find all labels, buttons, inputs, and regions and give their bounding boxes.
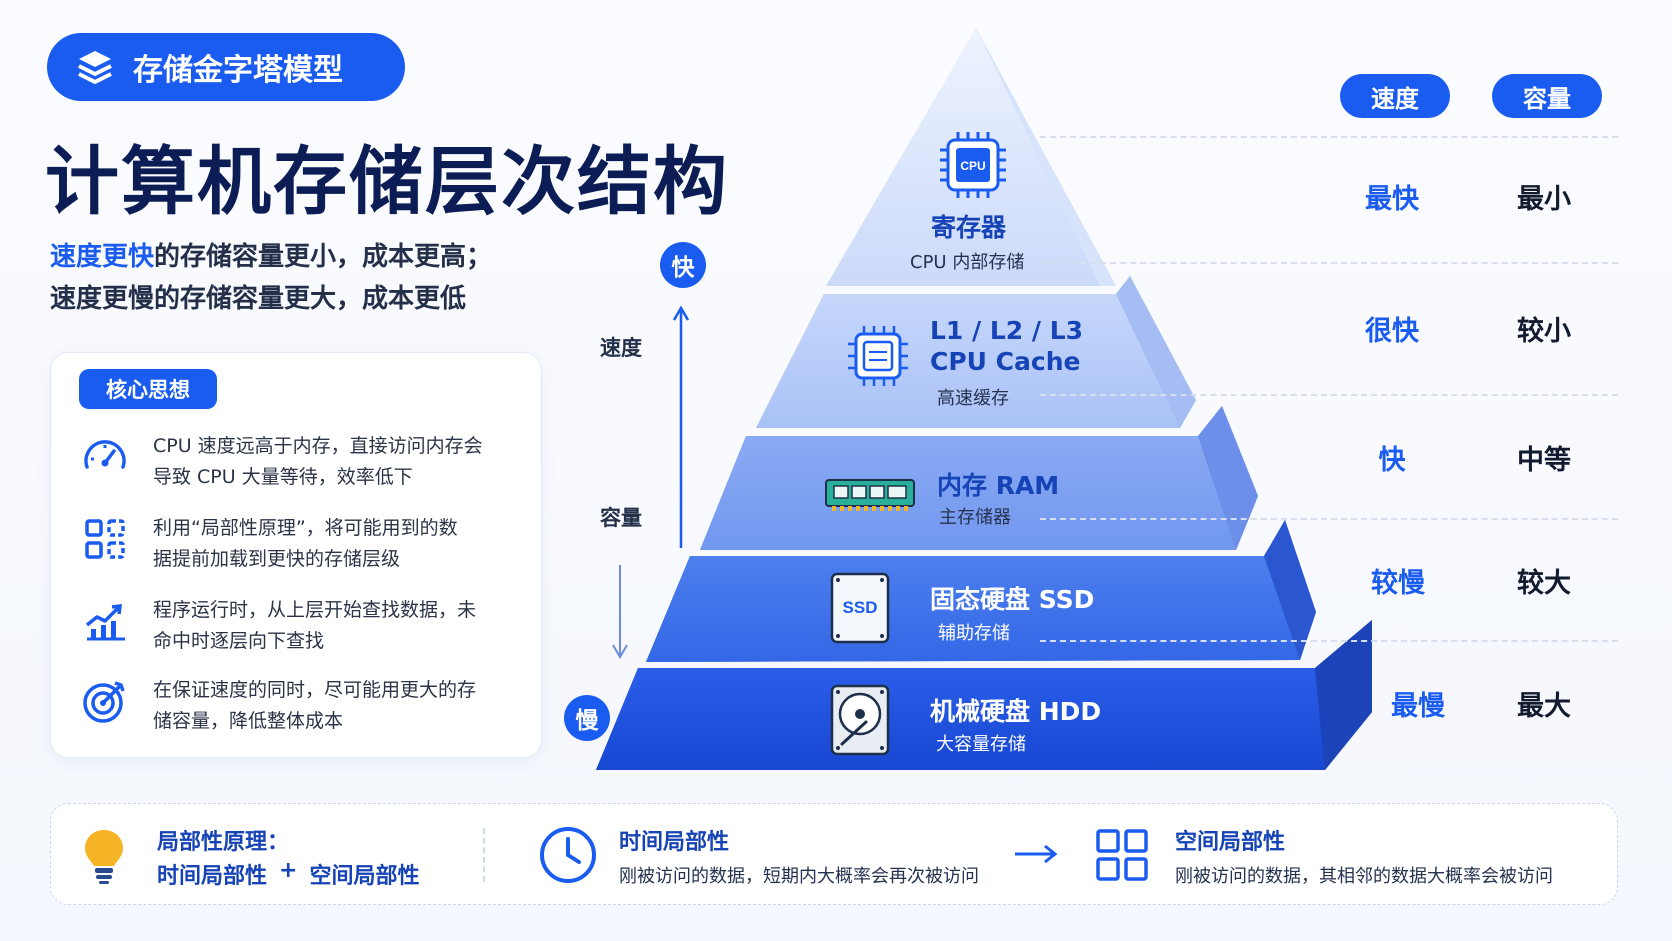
locality-formula: 时间局部性 + 空间局部性 bbox=[157, 858, 419, 890]
core-item: 利用“局部性原理”，将可能用到的数据提前加载到更快的存储层级 bbox=[79, 513, 519, 575]
tier-sub-cache: 高速缓存 bbox=[937, 388, 1009, 409]
axis-speed-label: 速度 bbox=[600, 336, 642, 360]
tier-title-hdd: 机械硬盘 HDD bbox=[930, 697, 1102, 726]
slow-chip: 慢 bbox=[564, 695, 610, 741]
capacity-value: 最大 bbox=[1517, 691, 1571, 722]
badge-label: 存储金字塔模型 bbox=[133, 53, 343, 88]
tier-sub-ssd: 辅助存储 bbox=[938, 623, 1010, 644]
clock-icon bbox=[540, 827, 596, 883]
pyramid-tier-ram bbox=[700, 406, 1258, 550]
speed-value: 最慢 bbox=[1391, 691, 1445, 722]
tier-title-register: 寄存器 bbox=[931, 213, 1007, 242]
spatial-desc: 刚被访问的数据，其相邻的数据大概率会被访问 bbox=[1175, 866, 1553, 887]
growth-chart-icon bbox=[85, 603, 125, 641]
row-divider bbox=[1040, 518, 1618, 520]
tier-title-ram: 内存 RAM bbox=[937, 471, 1060, 500]
cpu-icon-text: CPU bbox=[960, 159, 985, 173]
pyramid-tier-ssd bbox=[646, 520, 1316, 662]
ssd-icon: SSD bbox=[830, 572, 890, 644]
axis-arrows bbox=[612, 305, 690, 659]
lightbulb-icon bbox=[85, 830, 123, 884]
tier-title-ssd: 固态硬盘 SSD bbox=[930, 585, 1095, 614]
core-item-line: 据提前加载到更快的存储层级 bbox=[153, 548, 401, 570]
row-divider bbox=[1040, 640, 1618, 642]
row-divider bbox=[1040, 262, 1618, 264]
core-item-line: CPU 速度远高于内存，直接访问内存会 bbox=[153, 435, 483, 457]
bar-divider bbox=[483, 828, 485, 882]
formula-temporal: 时间局部性 bbox=[157, 864, 268, 889]
core-item: 在保证速度的同时，尽可能用更大的存储容量，降低整体成本 bbox=[79, 675, 519, 737]
subtitle-line1: 的存储容量更小，成本更高； bbox=[154, 242, 493, 272]
core-item-line: 程序运行时，从上层开始查找数据，未 bbox=[153, 599, 477, 621]
fast-chip: 快 bbox=[660, 242, 706, 288]
grid-icon bbox=[85, 519, 125, 559]
capacity-value: 较大 bbox=[1517, 568, 1571, 599]
core-ideas-card: 核心思想 CPU 速度远高于内存，直接访问内存会导致 CPU 大量等待，效率低下… bbox=[50, 352, 542, 758]
row-divider bbox=[1040, 136, 1618, 138]
core-tag: 核心思想 bbox=[79, 369, 217, 409]
page-title: 计算机存储层次结构 bbox=[45, 139, 729, 225]
column-head-capacity: 容量 bbox=[1492, 74, 1602, 118]
core-item-line: 命中时逐层向下查找 bbox=[153, 630, 325, 652]
tier-sub-hdd: 大容量存储 bbox=[936, 734, 1026, 755]
formula-spatial: 空间局部性 bbox=[309, 864, 420, 889]
capacity-value: 最小 bbox=[1517, 184, 1571, 215]
header-badge: 存储金字塔模型 bbox=[47, 33, 405, 101]
ssd-icon-text: SSD bbox=[843, 598, 878, 617]
capacity-value: 较小 bbox=[1517, 316, 1571, 347]
speed-value: 最快 bbox=[1365, 184, 1419, 215]
pyramid-tier-hdd bbox=[596, 620, 1372, 770]
core-item-line: 储容量，降低整体成本 bbox=[153, 710, 344, 732]
core-item-line: 在保证速度的同时，尽可能用更大的存 bbox=[153, 679, 477, 701]
arrow-right-icon bbox=[1015, 844, 1058, 864]
speed-value: 很快 bbox=[1365, 316, 1419, 347]
chip-icon bbox=[848, 326, 908, 386]
tier-sub-register: CPU 内部存储 bbox=[910, 252, 1025, 273]
subtitle: 速度更快的存储容量更小，成本更高； 速度更慢的存储容量更大，成本更低 bbox=[50, 236, 492, 320]
tier-title-cache-2: CPU Cache bbox=[930, 347, 1081, 376]
formula-plus: + bbox=[279, 858, 298, 883]
speed-value: 较慢 bbox=[1371, 568, 1425, 599]
tier-sub-ram: 主存储器 bbox=[939, 507, 1011, 528]
speedometer-icon bbox=[84, 440, 126, 469]
locality-bar: 局部性原理： 时间局部性 + 空间局部性 时间局部性 刚被访问的数据，短期内大概… bbox=[50, 803, 1618, 905]
cpu-icon: CPU bbox=[940, 132, 1006, 198]
spatial-title: 空间局部性 bbox=[1175, 830, 1286, 855]
target-icon bbox=[83, 681, 125, 723]
speed-value: 快 bbox=[1378, 445, 1406, 476]
subtitle-line2: 速度更慢的存储容量更大，成本更低 bbox=[50, 284, 467, 314]
core-item: 程序运行时，从上层开始查找数据，未命中时逐层向下查找 bbox=[79, 595, 519, 657]
locality-label: 局部性原理： bbox=[157, 830, 290, 855]
core-item-line: 利用“局部性原理”，将可能用到的数 bbox=[153, 517, 458, 539]
core-item-line: 导致 CPU 大量等待，效率低下 bbox=[153, 466, 413, 488]
capacity-value: 中等 bbox=[1517, 445, 1571, 476]
core-item: CPU 速度远高于内存，直接访问内存会导致 CPU 大量等待，效率低下 bbox=[79, 431, 519, 493]
row-divider bbox=[1040, 394, 1618, 396]
ram-icon bbox=[825, 479, 915, 511]
column-head-speed: 速度 bbox=[1340, 74, 1450, 118]
grid-icon bbox=[1096, 829, 1148, 881]
layers-icon bbox=[78, 51, 112, 84]
axis-capacity-label: 容量 bbox=[600, 506, 642, 530]
temporal-desc: 刚被访问的数据，短期内大概率会再次被访问 bbox=[619, 866, 979, 887]
hdd-icon bbox=[830, 684, 890, 756]
temporal-title: 时间局部性 bbox=[619, 830, 730, 855]
tier-title-cache: L1 / L2 / L3 bbox=[930, 316, 1084, 345]
subtitle-highlight: 速度更快 bbox=[50, 242, 155, 272]
